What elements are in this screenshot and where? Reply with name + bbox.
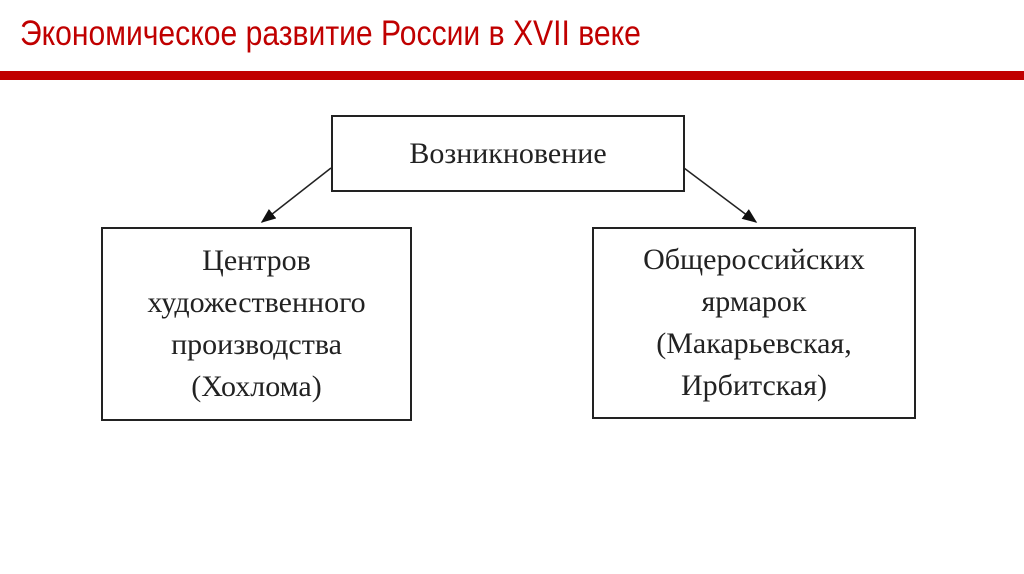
slide-title: Экономическое развитие России в XVII век… <box>20 14 641 53</box>
left-line: Центров <box>202 244 311 277</box>
root-label: Возникновение <box>409 136 607 170</box>
arrow-left <box>260 167 332 223</box>
right-line: ярмарок <box>701 285 807 318</box>
right-line: (Макарьевская, <box>656 327 852 360</box>
left-line: (Хохлома) <box>191 370 322 403</box>
left-line: производства <box>171 328 342 361</box>
title-divider <box>0 71 1024 80</box>
right-line: Ирбитская) <box>680 369 827 402</box>
arrow-right <box>683 167 758 223</box>
left-node: Центров художественного производства (Хо… <box>101 227 412 421</box>
right-node: Общероссийских ярмарок (Макарьевская, Ир… <box>592 227 916 419</box>
right-line: Общероссийских <box>643 243 865 276</box>
left-line: художественного <box>147 286 366 319</box>
root-node: Возникновение <box>331 115 685 192</box>
